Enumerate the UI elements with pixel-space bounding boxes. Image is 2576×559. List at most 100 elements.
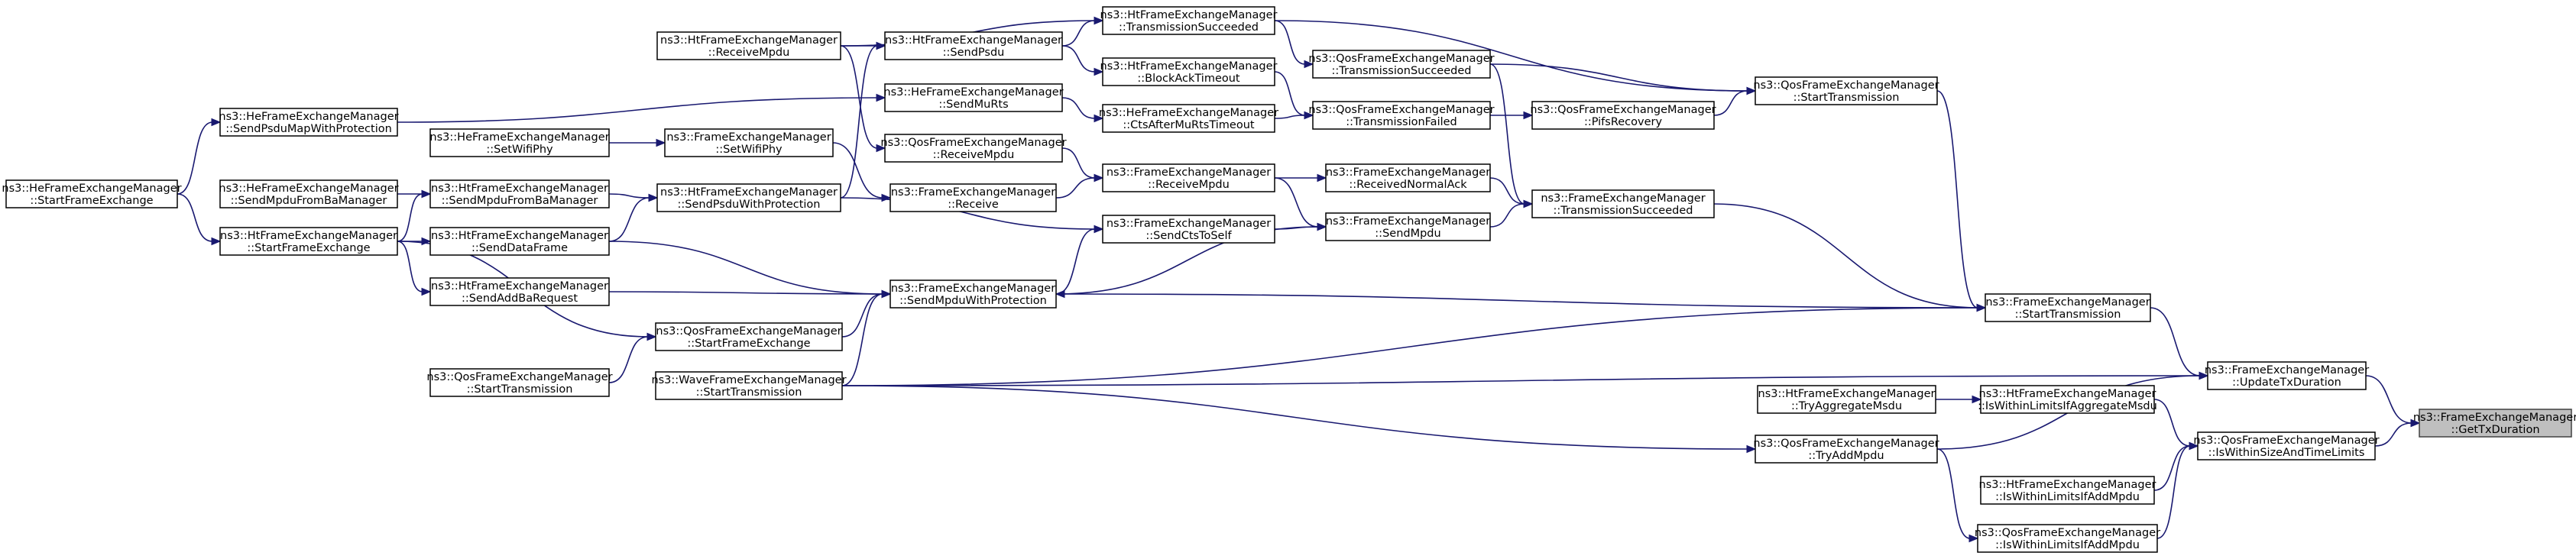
node-box	[219, 108, 398, 137]
node-class-label: ns3::FrameExchangeManager	[1326, 166, 1490, 179]
node-Ht_SendDataFrame[interactable]: ns3::HtFrameExchangeManager::SendDataFra…	[429, 227, 610, 256]
node-FEM_SetWifiPhy[interactable]: ns3::FrameExchangeManager::SetWifiPhy	[664, 128, 834, 157]
node-He_SendMpduFromBaManager[interactable]: ns3::HeFrameExchangeManager::SendMpduFro…	[219, 179, 399, 208]
node-method-label: ::SetWifiPhy	[486, 144, 553, 156]
arrowhead-He_SendPsduMapWithProtection-to-He_SendMuRts	[876, 93, 886, 102]
node-FEM_SendCtsToSelf[interactable]: ns3::FrameExchangeManager::SendCtsToSelf	[1102, 215, 1275, 244]
node-Ht_SendPsdu[interactable]: ns3::HtFrameExchangeManager::SendPsdu	[884, 31, 1063, 60]
node-method-label: ::SetWifiPhy	[715, 144, 783, 156]
edge-Ht_IsWithinLimitsIfAggregateMsdu-to-IsWithinSizeAndTimeLimits	[2153, 399, 2191, 447]
node-class-label: ns3::FrameExchangeManager	[1985, 296, 2150, 309]
node-method-label: ::TryAggregateMsdu	[1791, 400, 1902, 412]
node-Ht_IsWithinLimitsIfAddMpdu[interactable]: ns3::HtFrameExchangeManager::IsWithinLim…	[1979, 476, 2156, 505]
node-He_StartFrameExchange[interactable]: ns3::HeFrameExchangeManager::StartFrameE…	[2, 179, 182, 208]
node-Qos_ReceiveMpdu[interactable]: ns3::QosFrameExchangeManager::ReceiveMpd…	[880, 134, 1067, 163]
node-method-label: ::TransmissionSucceeded	[1332, 65, 1472, 77]
node-class-label: ns3::HeFrameExchangeManager	[883, 86, 1063, 99]
node-Qos_IsWithinLimitsIfAddMpdu[interactable]: ns3::QosFrameExchangeManager::IsWithinLi…	[1975, 524, 2160, 553]
arrowhead-He_SendMuRts-to-He_CtsAfterMuRtsTimeout	[1094, 114, 1104, 123]
arrowhead-IsWithinSizeAndTimeLimits-to-GetTxDuration	[2410, 418, 2421, 428]
node-method-label: ::SendMpduFromBaManager	[231, 195, 387, 207]
node-class-label: ns3::QosFrameExchangeManager	[2193, 435, 2379, 447]
nodes: ns3::FrameExchangeManager::GetTxDuration…	[2, 6, 2576, 553]
arrowhead-WaveStartTransmission-to-SendMpduWithProtection	[881, 289, 892, 299]
arrowhead-He_StartFrameExchange-to-He_SendPsduMapWithProtection	[211, 118, 222, 127]
arrowhead-Qos_TryAddMpdu-to-UpdateTxDuration	[2199, 371, 2209, 380]
node-Ht_TryAggregateMsdu[interactable]: ns3::HtFrameExchangeManager::TryAggregat…	[1757, 385, 1936, 414]
edge-Ht_SendPsdu-to-Ht_TransmissionSucceeded	[1061, 20, 1096, 47]
arrowhead-FEM_Receive-to-FEM_ReceiveMpdu	[1094, 173, 1104, 183]
node-StartTransmission_FEM[interactable]: ns3::FrameExchangeManager::StartTransmis…	[1985, 293, 2151, 322]
node-Qos_StartTransmission[interactable]: ns3::QosFrameExchangeManager::StartTrans…	[1753, 76, 1939, 105]
node-Qos_TransmissionFailed[interactable]: ns3::QosFrameExchangeManager::Transmissi…	[1308, 101, 1495, 130]
node-class-label: ns3::HtFrameExchangeManager	[431, 280, 608, 292]
edge-WaveStartTransmission-to-Qos_TryAddMpdu	[841, 385, 1748, 450]
node-Qos_StartFrameExchange[interactable]: ns3::QosFrameExchangeManager::StartFrame…	[655, 322, 843, 351]
node-He_CtsAfterMuRtsTimeout[interactable]: ns3::HeFrameExchangeManager::CtsAfterMuR…	[1099, 104, 1278, 133]
arrowhead-SendMpduWithProtection-to-FEM_SendCtsToSelf	[1094, 225, 1104, 234]
node-FEM_SendMpdu[interactable]: ns3::FrameExchangeManager::SendMpdu	[1325, 212, 1491, 241]
node-box	[1102, 6, 1275, 35]
node-FEM_Receive[interactable]: ns3::FrameExchangeManager::Receive	[889, 183, 1057, 212]
node-Qos_StartTransmission_left[interactable]: ns3::QosFrameExchangeManager::StartTrans…	[426, 368, 613, 397]
edge-Ht_SendPsduWithProtection-to-Ht_SendPsdu	[840, 45, 878, 199]
node-He_SendMuRts[interactable]: ns3::HeFrameExchangeManager::SendMuRts	[883, 83, 1064, 112]
node-IsWithinSizeAndTimeLimits[interactable]: ns3::QosFrameExchangeManager::IsWithinSi…	[2193, 431, 2380, 460]
arrowhead-Ht_StartFrameExchange-to-Ht_SendAddBaRequest	[421, 287, 432, 296]
node-box	[429, 179, 610, 208]
node-GetTxDuration[interactable]: ns3::FrameExchangeManager::GetTxDuration	[2413, 409, 2576, 438]
edge-Ht_SendDataFrame-to-SendMpduWithProtection	[608, 241, 883, 295]
node-Ht_IsWithinLimitsIfAggregateMsdu[interactable]: ns3::HtFrameExchangeManager::IsWithinLim…	[1978, 385, 2157, 414]
node-Ht_SendPsduWithProtection[interactable]: ns3::HtFrameExchangeManager::SendPsduWit…	[656, 183, 841, 212]
edge-He_CtsAfterMuRtsTimeout-to-Qos_TransmissionFailed	[1274, 115, 1306, 119]
node-method-label: ::SendAddBaRequest	[462, 292, 578, 305]
node-class-label: ns3::FrameExchangeManager	[891, 283, 1055, 295]
edge-He_StartFrameExchange-to-Ht_StartFrameExchange	[177, 193, 213, 242]
node-method-label: ::Receive	[948, 199, 999, 211]
node-method-label: ::StartTransmission	[2015, 309, 2121, 321]
node-box	[219, 227, 398, 256]
node-Qos_PifsRecovery[interactable]: ns3::QosFrameExchangeManager::PifsRecove…	[1530, 101, 1716, 130]
node-UpdateTxDuration[interactable]: ns3::FrameExchangeManager::UpdateTxDurat…	[2205, 361, 2369, 390]
node-class-label: ns3::QosFrameExchangeManager	[426, 371, 612, 383]
node-box	[1312, 50, 1491, 79]
node-class-label: ns3::HtFrameExchangeManager	[885, 34, 1062, 47]
node-method-label: ::SendMpdu	[1375, 228, 1440, 240]
edge-StartTransmission_FEM-to-SendMpduWithProtection	[1063, 293, 1986, 309]
node-FEM_ReceivedNormalAck[interactable]: ns3::FrameExchangeManager::ReceivedNorma…	[1325, 163, 1491, 192]
arrowhead-Ht_SendPsdu-to-Ht_BlockAckTimeout	[1094, 67, 1104, 76]
node-class-label: ns3::FrameExchangeManager	[2413, 412, 2576, 424]
node-box	[655, 371, 843, 400]
node-Ht_ReceiveMpdu[interactable]: ns3::HtFrameExchangeManager::ReceiveMpdu	[656, 31, 841, 60]
node-method-label: ::PifsRecovery	[1584, 116, 1663, 128]
node-method-label: ::SendMpduFromBaManager	[442, 195, 598, 207]
node-Qos_TransmissionSucceeded_mid[interactable]: ns3::QosFrameExchangeManager::Transmissi…	[1308, 50, 1495, 79]
node-SendMpduWithProtection[interactable]: ns3::FrameExchangeManager::SendMpduWithP…	[889, 280, 1057, 309]
edge-Qos_IsWithinLimitsIfAddMpdu-to-IsWithinSizeAndTimeLimits	[2156, 445, 2191, 539]
node-Ht_SendAddBaRequest[interactable]: ns3::HtFrameExchangeManager::SendAddBaRe…	[429, 277, 610, 306]
node-He_SendPsduMapWithProtection[interactable]: ns3::HeFrameExchangeManager::SendPsduMap…	[219, 108, 399, 137]
node-He_SetWifiPhy[interactable]: ns3::HeFrameExchangeManager::SetWifiPhy	[429, 128, 610, 157]
node-method-label: ::SendCtsToSelf	[1145, 230, 1232, 242]
node-FEM_TransmissionSucceeded[interactable]: ns3::FrameExchangeManager::TransmissionS…	[1531, 189, 1715, 218]
edge-Ht_IsWithinLimitsIfAddMpdu-to-IsWithinSizeAndTimeLimits	[2153, 445, 2191, 491]
arrowhead-He_StartFrameExchange-to-Ht_StartFrameExchange	[211, 237, 222, 246]
node-method-label: ::ReceiveMpdu	[708, 47, 790, 59]
node-class-label: ns3::FrameExchangeManager	[1107, 166, 1271, 179]
node-Ht_SendMpduFromBaManager[interactable]: ns3::HtFrameExchangeManager::SendMpduFro…	[429, 179, 610, 208]
node-Ht_StartFrameExchange[interactable]: ns3::HtFrameExchangeManager::StartFrameE…	[219, 227, 398, 256]
edge-Ht_SendDataFrame-to-Ht_SendPsduWithProtection	[608, 197, 650, 242]
arrowhead-Qos_StartTransmission_left-to-Qos_StartFrameExchange	[646, 332, 657, 341]
node-Ht_BlockAckTimeout[interactable]: ns3::HtFrameExchangeManager::BlockAckTim…	[1100, 57, 1278, 86]
node-class-label: ns3::FrameExchangeManager	[1541, 192, 1705, 205]
node-box	[1102, 163, 1275, 192]
node-Qos_TryAddMpdu[interactable]: ns3::QosFrameExchangeManager::TryAddMpdu	[1753, 435, 1939, 464]
node-Ht_TransmissionSucceeded[interactable]: ns3::HtFrameExchangeManager::Transmissio…	[1100, 6, 1278, 35]
node-WaveStartTransmission[interactable]: ns3::WaveFrameExchangeManager::StartTran…	[651, 371, 847, 400]
node-FEM_ReceiveMpdu[interactable]: ns3::FrameExchangeManager::ReceiveMpdu	[1102, 163, 1275, 192]
node-class-label: ns3::HtFrameExchangeManager	[1979, 479, 2156, 491]
node-method-label: ::TryAddMpdu	[1808, 450, 1884, 462]
node-class-label: ns3::QosFrameExchangeManager	[1530, 104, 1716, 116]
node-box	[1980, 476, 2155, 505]
